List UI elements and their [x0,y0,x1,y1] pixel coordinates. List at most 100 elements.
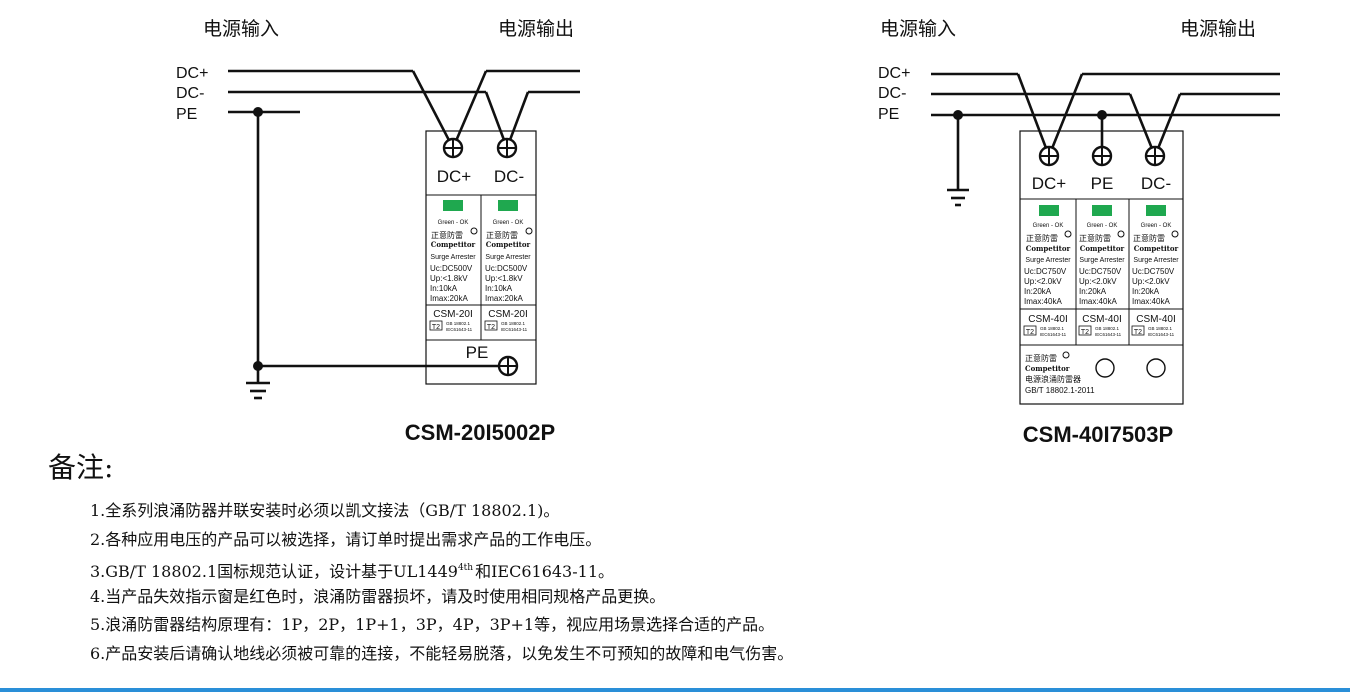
standard-iec: IEC61643-11 [446,327,473,332]
power-input-label: 电源输入 [203,18,279,40]
status-indicator [1146,205,1166,216]
note-item: 4.当产品失效指示窗是红色时，浪涌防雷器损坏，请及时使用相同规格产品更换。 [90,586,666,606]
class-text: T2 [1026,329,1034,336]
brand-en: Competitor [1134,244,1179,253]
arrester-type: Surge Arrester [430,254,476,261]
status-text: Green - OK [1141,223,1172,229]
class-badge [429,320,443,331]
status-indicator [443,200,463,211]
terminal-screw-icon [497,355,519,377]
line-label-dcplus: DC+ [878,65,910,82]
spec-up: Up:<1.8kV [430,274,468,283]
model-name: CSM-40I7503P [1023,422,1173,447]
brand-cn: 正意防雷 [1026,233,1058,243]
brand-en: Competitor [1080,244,1125,253]
line-label-pe: PE [176,106,197,123]
status-text: Green - OK [493,220,524,226]
base-product-cn: 电源浪涌防雷器 [1025,374,1081,384]
terminal-screw-icon [496,137,518,159]
standard-iec: IEC61643-11 [1095,332,1122,337]
spec-up: Up:<2.0kV [1132,277,1170,286]
spec-in: In:20kA [1079,287,1107,296]
terminal-screw-icon [1038,145,1060,167]
spec-imax: Imax:40kA [1079,297,1117,306]
spec-uc: Uc:DC500V [485,264,528,273]
spec-up: Up:<2.0kV [1024,277,1062,286]
terminal-label-pe: PE [1091,174,1114,193]
module-model: CSM-40I [1082,314,1121,325]
brand-mark-icon [1062,351,1070,359]
line-label-dcplus: DC+ [176,65,208,82]
spec-uc: Uc:DC750V [1132,267,1175,276]
standard-gb: GB 18802.1 [501,321,526,326]
status-indicator [498,200,518,211]
brand-mark-icon [525,227,533,235]
base-brand-en: Competitor [1025,364,1070,373]
standard-iec: IEC61643-11 [1148,332,1175,337]
standard-gb: GB 18802.1 [1095,326,1120,331]
arrester-type: Surge Arrester [485,254,531,261]
arrester-type: Surge Arrester [1025,257,1071,264]
status-indicator [1092,205,1112,216]
power-input-label: 电源输入 [880,18,956,40]
spd-body [425,130,537,385]
note-item: 2.各种应用电压的产品可以被选择，请订单时提出需求产品的工作电压。 [90,529,602,549]
class-text: T2 [487,324,495,331]
brand-cn: 正意防雷 [1133,233,1165,243]
spec-uc: Uc:DC750V [1024,267,1067,276]
power-output-label: 电源输出 [1180,18,1256,40]
standard-gb: GB 18802.1 [1040,326,1065,331]
notes-list: 1.全系列浪涌防器并联安装时必须以凯文接法（GB/T 18802.1)。 2.各… [90,497,793,668]
terminal-screw-icon [1144,145,1166,167]
status-text: Green - OK [1033,223,1064,229]
spec-in: In:20kA [1132,287,1160,296]
spec-uc: Uc:DC500V [430,264,473,273]
model-name: CSM-20I5002P [405,420,555,445]
mounting-hole [1095,358,1115,378]
terminal-label-dcplus: DC+ [437,167,472,186]
note-text: 3.GB/T 18802.1国标规范认证，设计基于UL1449 [90,562,458,581]
status-indicator [1039,205,1059,216]
class-badge [1078,325,1092,336]
line-label-pe: PE [878,106,899,123]
bottom-accent-bar [0,688,1350,692]
terminal-screw-icon [1091,145,1113,167]
spec-up: Up:<2.0kV [1079,277,1117,286]
spec-up: Up:<1.8kV [485,274,523,283]
diagram-2pole: 电源输入 电源输出 DC+ DC- PE [176,18,580,445]
line-label-dcminus: DC- [176,85,204,102]
brand-cn: 正意防雷 [431,230,463,240]
arrester-type: Surge Arrester [1079,257,1125,264]
brand-mark-icon [1064,230,1072,238]
junction-dot [953,110,963,120]
standard-iec: IEC61643-11 [501,327,528,332]
module-model: CSM-20I [433,309,472,320]
spec-imax: Imax:40kA [1024,297,1062,306]
brand-mark-icon [1171,230,1179,238]
base-brand-cn: 正意防雷 [1025,353,1057,363]
notes-title: 备注: [48,451,114,484]
brand-en: Competitor [431,240,476,249]
spec-uc: Uc:DC750V [1079,267,1122,276]
base-standard: GB/T 18802.1-2011 [1025,386,1095,395]
class-badge [1131,325,1145,336]
module-model: CSM-40I [1028,314,1067,325]
spec-in: In:10kA [485,284,513,293]
power-output-label: 电源输出 [498,18,574,40]
note-text: 和IEC61643-11。 [475,562,615,581]
standard-iec: IEC61643-11 [1040,332,1067,337]
class-badge [1023,325,1037,336]
class-text: T2 [1134,329,1142,336]
terminal-label-dcminus: DC- [494,167,524,186]
spd-body [1019,130,1184,405]
standard-gb: GB 18802.1 [446,321,471,326]
brand-cn: 正意防雷 [486,230,518,240]
note-item: 6.产品安装后请确认地线必须被可靠的连接，不能轻易脱落，以免发生不可预知的故障和… [90,643,794,663]
class-text: T2 [432,324,440,331]
module-model: CSM-40I [1136,314,1175,325]
terminal-label-dcminus: DC- [1141,174,1171,193]
spec-imax: Imax:40kA [1132,297,1170,306]
brand-cn: 正意防雷 [1079,233,1111,243]
note-superscript: 4th [457,563,474,573]
